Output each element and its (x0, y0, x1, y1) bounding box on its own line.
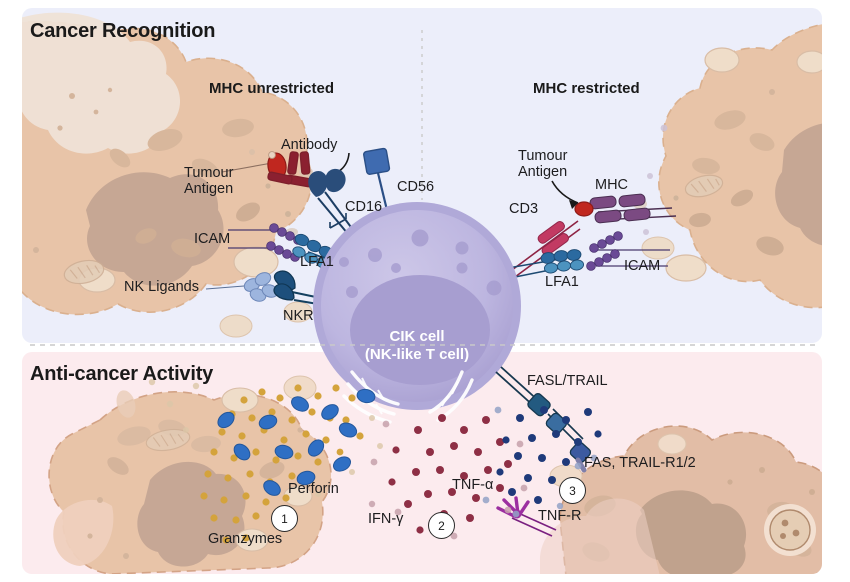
label-tnf-alpha: TNF-α (452, 477, 494, 493)
granzyme-particles (200, 384, 364, 544)
marker-1: 1 (271, 505, 298, 532)
label-fasl-trail: FASL/TRAIL (527, 373, 608, 389)
label-nk-ligands: NK Ligands (124, 279, 199, 295)
label-icam-left: ICAM (194, 231, 231, 247)
right-antigen-arrow (551, 180, 579, 209)
label-nkr: NKR (283, 308, 314, 324)
lfa1-right-icon (507, 249, 585, 279)
tumour-cell-bottom-right (540, 425, 822, 574)
leader-nk-ligands (205, 285, 245, 290)
label-cd3: CD3 (509, 201, 539, 217)
mhc-receptor-icon (574, 193, 677, 224)
label-antibody: Antibody (281, 137, 338, 153)
ifn-gamma-particles-faint (368, 420, 528, 540)
tnf-alpha-particles (496, 406, 602, 504)
label-tumour-antigen-left: Tumour Antigen (184, 165, 234, 198)
cd3-receptor-icon (511, 220, 581, 278)
label-lfa1-left: LFA1 (300, 254, 334, 270)
label-fas-trail-r: FAS, TRAIL-R1/2 (584, 455, 696, 471)
cik-cell-label-line2: (NK-like T cell) (364, 346, 470, 363)
marker-2: 2 (428, 512, 455, 539)
tnf-alpha-particles-faint (482, 406, 598, 518)
leader-icam-left (228, 229, 272, 249)
antibody-icon (267, 151, 313, 188)
label-cd56: CD56 (397, 179, 435, 195)
label-perforin: Perforin (288, 481, 339, 497)
panel-title-anti-cancer-activity: Anti-cancer Activity (30, 363, 214, 385)
icam-right-icon (586, 231, 670, 271)
label-tumour-antigen-right: Tumour Antigen (518, 148, 568, 181)
ifn-gamma-particles (388, 414, 512, 534)
cik-cell-label-line1: CIK cell (389, 328, 445, 345)
panel-title-cancer-recognition: Cancer Recognition (30, 20, 216, 42)
marker-3: 3 (559, 477, 586, 504)
subtitle-mhc-restricted: MHC restricted (533, 80, 640, 97)
perforin-particles (217, 388, 376, 496)
label-lfa1-right: LFA1 (545, 274, 579, 290)
tumour-cell-bottom-left (48, 375, 332, 574)
granzyme-particles-faint (148, 378, 383, 497)
subtitle-mhc-unrestricted: MHC unrestricted (209, 80, 335, 97)
cik-cell (313, 202, 521, 424)
label-icam-right: ICAM (624, 258, 661, 274)
label-cd16: CD16 (345, 199, 383, 215)
label-ifn-gamma: IFN-γ (368, 511, 404, 527)
tumour-cell-top-right (633, 19, 822, 309)
label-tnf-r: TNF-R (538, 508, 582, 524)
nk-ligands-icon (243, 272, 279, 302)
label-granzymes: Granzymes (208, 531, 283, 547)
label-mhc: MHC (595, 177, 629, 193)
